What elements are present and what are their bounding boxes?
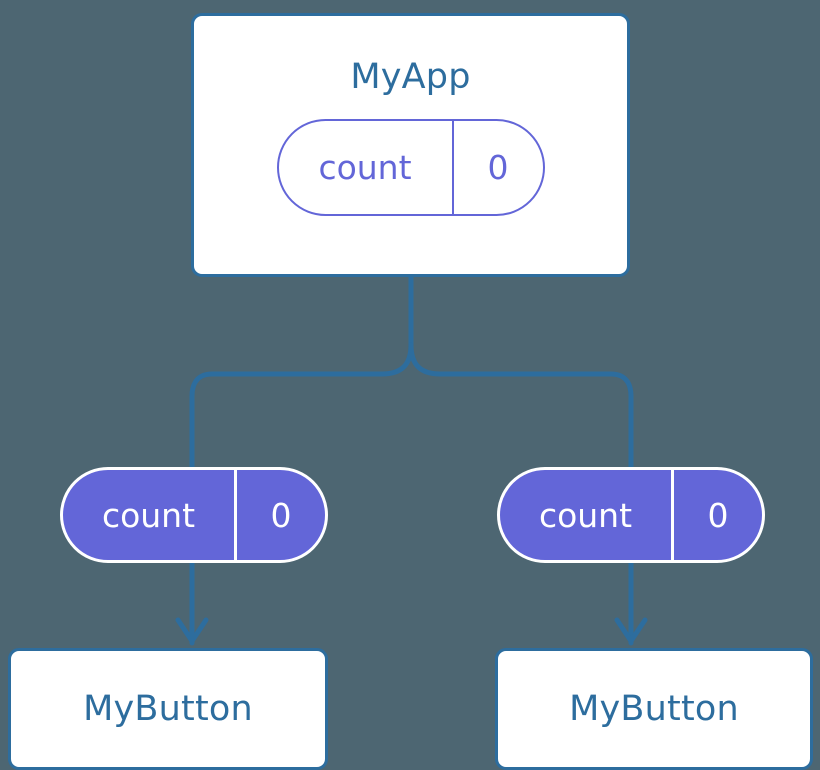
component-node-mybutton-right[interactable]: MyButton	[495, 648, 813, 770]
component-node-myapp[interactable]: MyApp count 0	[191, 13, 630, 277]
state-pill-key: count	[279, 121, 454, 214]
arrow-head-right-icon	[614, 617, 648, 644]
prop-pill-count-right[interactable]: count 0	[497, 467, 765, 563]
edge-fork-left	[189, 342, 414, 470]
state-pill-count[interactable]: count 0	[276, 119, 545, 216]
prop-pill-value-right: 0	[707, 495, 729, 535]
component-node-mybutton-left[interactable]: MyButton	[8, 648, 328, 770]
prop-pill-value-left: 0	[270, 495, 292, 535]
arrow-head-left-icon	[175, 617, 209, 644]
component-title-myapp: MyApp	[350, 57, 471, 97]
prop-pill-count-left[interactable]: count 0	[60, 467, 328, 563]
prop-pill-key-right: count	[500, 470, 674, 560]
state-pill-value: 0	[487, 148, 509, 187]
component-title-mybutton-left: MyButton	[83, 688, 253, 729]
prop-pill-key-left: count	[63, 470, 237, 560]
component-title-mybutton-right: MyButton	[569, 688, 739, 729]
edge-fork-right	[408, 342, 634, 470]
